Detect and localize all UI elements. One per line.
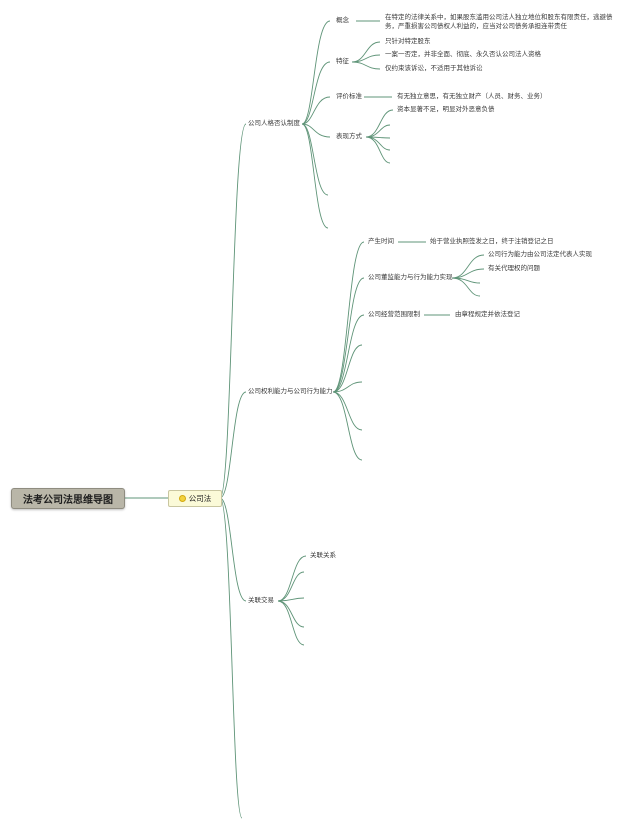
connector-main-empty bbox=[219, 497, 243, 819]
node-concept-text-line2[interactable]: 务，严重损害公司债权人利益的，应当对公司债务承担连带责任 bbox=[385, 22, 567, 30]
connector-personality-empty2 bbox=[301, 123, 329, 229]
connector-main-personality bbox=[219, 123, 247, 499]
branch-personality[interactable]: 公司人格否认制度 bbox=[248, 119, 300, 127]
node-evaluation[interactable]: 评价标准 bbox=[336, 92, 362, 100]
connector-related-empty1 bbox=[277, 571, 305, 602]
node-feature[interactable]: 特征 bbox=[336, 57, 349, 65]
connector-related-item1 bbox=[277, 555, 307, 602]
connector-related-empty4 bbox=[277, 600, 305, 646]
node-manifestation[interactable]: 表现方式 bbox=[336, 132, 362, 140]
main-topic-label: 公司法 bbox=[188, 494, 212, 503]
connector-capacity-scope bbox=[332, 314, 365, 393]
node-scope[interactable]: 公司经营范围限制 bbox=[368, 310, 420, 318]
connector-manifest-item1 bbox=[365, 109, 394, 138]
node-feature-item-3[interactable]: 仅约束该诉讼，不适用于其他诉讼 bbox=[385, 64, 483, 72]
connector-manifest-empty3 bbox=[365, 136, 391, 151]
connector-personality-empty1 bbox=[301, 123, 329, 196]
connector-main-capacity bbox=[219, 391, 247, 499]
node-feature-item-1[interactable]: 只针对特定股东 bbox=[385, 37, 431, 45]
connector-manifest-empty4 bbox=[365, 136, 391, 164]
connector-capacity-organ bbox=[332, 277, 365, 393]
main-topic[interactable]: 公司法 bbox=[168, 490, 222, 507]
connector-related-empty3 bbox=[277, 600, 305, 628]
node-feature-item-2[interactable]: 一案一否定，并非全面、彻底、永久否认公司法人资格 bbox=[385, 50, 541, 58]
node-time-text[interactable]: 始于营业执照签发之日，终于注销登记之日 bbox=[430, 237, 554, 245]
connector-related-empty2 bbox=[277, 597, 305, 602]
connector-personality-manifest bbox=[301, 123, 331, 138]
connector-feature-item3 bbox=[351, 61, 381, 70]
node-organ-item-2[interactable]: 有关代理权的问题 bbox=[488, 264, 540, 272]
branch-capacity[interactable]: 公司权利能力与公司行为能力 bbox=[248, 387, 333, 395]
node-concept[interactable]: 概念 bbox=[336, 16, 349, 24]
connector-organ-item1 bbox=[451, 254, 485, 279]
node-manifestation-item-1[interactable]: 资本显著不足，明显对外恶意负债 bbox=[397, 105, 495, 113]
node-organ-item-1[interactable]: 公司行为能力由公司法定代表人实现 bbox=[488, 250, 592, 258]
connector-personality-concept bbox=[301, 20, 331, 125]
root-topic[interactable]: 法考公司法思维导图 bbox=[11, 488, 125, 509]
connector-personality-eval bbox=[301, 96, 331, 125]
connector-main-related bbox=[219, 497, 247, 602]
connector-personality-feature bbox=[301, 61, 331, 125]
connector-capacity-empty2 bbox=[332, 381, 363, 393]
connector-capacity-time bbox=[332, 241, 365, 393]
root-topic-label: 法考公司法思维导图 bbox=[23, 495, 113, 506]
node-organ[interactable]: 公司董监能力与行为能力实现 bbox=[368, 273, 453, 281]
node-scope-text[interactable]: 由章程规定并依法登记 bbox=[455, 310, 520, 318]
connector-capacity-empty4 bbox=[332, 391, 363, 461]
connector-organ-item2 bbox=[451, 268, 485, 279]
connector-organ-empty2 bbox=[451, 277, 481, 297]
node-related-item-1[interactable]: 关联关系 bbox=[310, 551, 336, 559]
branch-related[interactable]: 关联交易 bbox=[248, 596, 274, 604]
node-evaluation-text[interactable]: 有无独立意思，有无独立财产（人员、财务、业务） bbox=[397, 92, 547, 100]
node-time[interactable]: 产生时间 bbox=[368, 237, 394, 245]
node-concept-text-line1[interactable]: 在特定的法律关系中，如果股东滥用公司法人独立地位和股东有限责任，逃避债 bbox=[385, 13, 613, 21]
connector-capacity-empty1 bbox=[332, 344, 363, 393]
lightbulb-icon bbox=[178, 495, 186, 502]
